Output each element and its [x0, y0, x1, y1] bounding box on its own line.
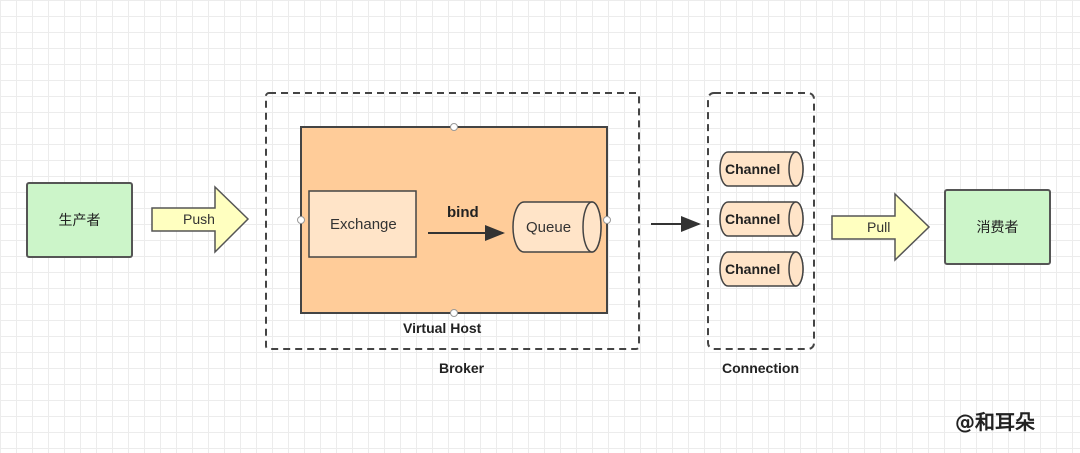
exchange-box: [308, 190, 417, 258]
channel-label: Channel: [725, 261, 781, 277]
handle-bottom: [450, 309, 458, 317]
exchange-label: Exchange: [330, 216, 397, 233]
broker-label: Broker: [439, 360, 485, 376]
handle-right: [603, 216, 611, 224]
consumer-box: 消费者: [944, 189, 1051, 265]
watermark: @和耳朵: [955, 410, 1035, 434]
broker-box: [265, 92, 640, 350]
push-label: Push: [183, 211, 215, 227]
channel-label: Channel: [725, 161, 781, 177]
handle-top: [450, 123, 458, 131]
connection-label: Connection: [722, 360, 799, 376]
queue-cylinder: [512, 201, 602, 253]
producer-label: 生产者: [58, 213, 101, 229]
bind-label: bind: [447, 204, 479, 221]
queue-label: Queue: [526, 219, 572, 236]
push-arrow: [151, 185, 250, 254]
consumer-label: 消费者: [976, 220, 1019, 236]
channel-label: Channel: [725, 211, 781, 227]
producer-box: 生产者: [26, 182, 133, 258]
handle-left: [297, 216, 305, 224]
channel-cylinder: [719, 251, 804, 287]
channel-cylinder: [719, 201, 804, 237]
pull-label: Pull: [867, 219, 891, 235]
channel-cylinder: [719, 151, 804, 187]
virtual-host-label: Virtual Host: [403, 320, 482, 336]
pull-arrow: [831, 192, 931, 262]
connection-box: [707, 92, 815, 350]
